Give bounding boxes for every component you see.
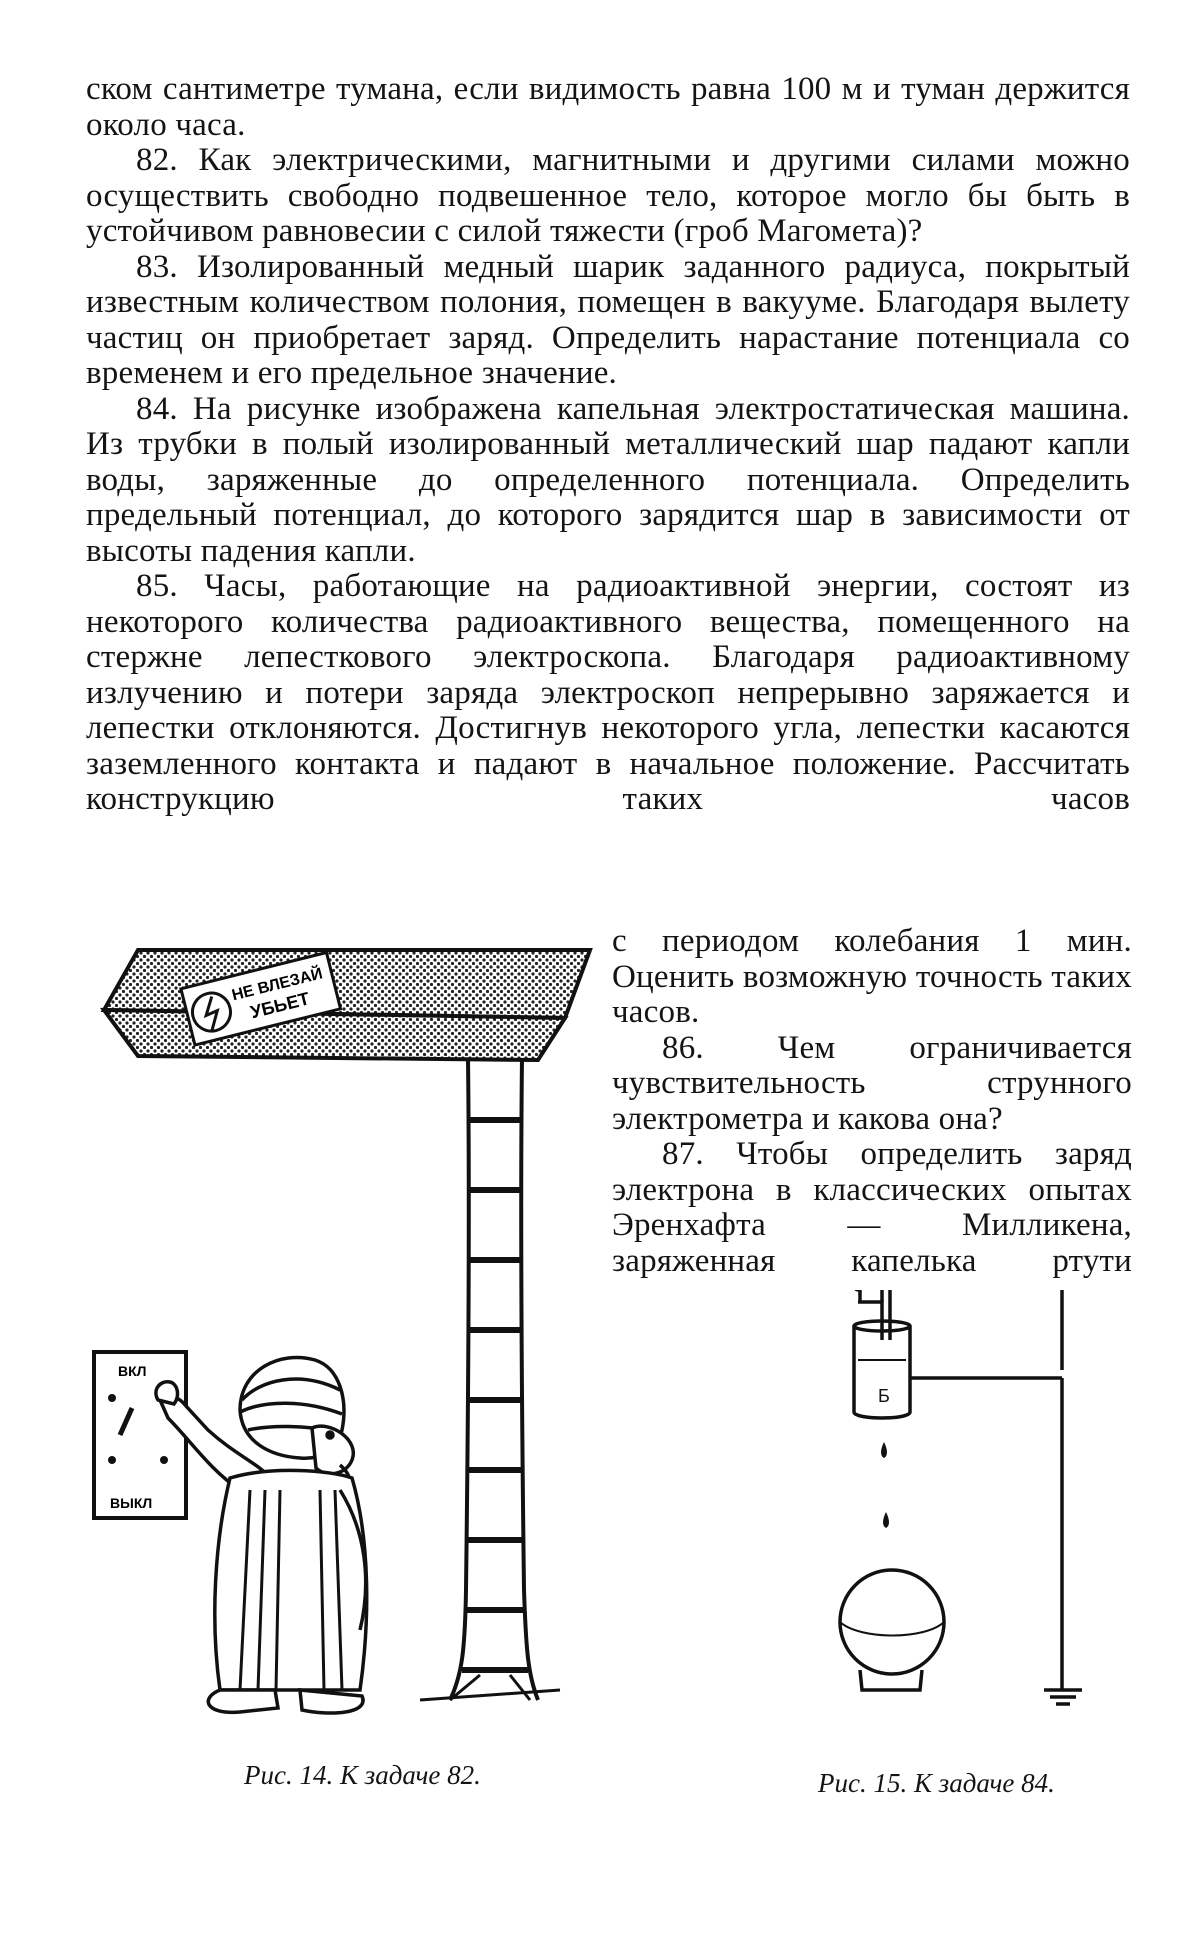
problem-84: 84. На рисунке изображена капельная элек… xyxy=(86,390,1130,569)
problem-82: 82. Как электрическими, магнитными и дру… xyxy=(86,142,1130,249)
text-block-right: с периодом колебания 1 мин. Оценить возм… xyxy=(612,923,1132,1279)
figure-14-caption: Рис. 14. К задаче 82. xyxy=(244,1760,481,1790)
water-vessel xyxy=(852,1326,912,1420)
paragraph-continuation: ском сантиметре тумана, если видимость р… xyxy=(86,71,1130,143)
figure-15-illustration: Б xyxy=(838,1290,1082,1706)
problem-87: 87. Чтобы определить заряд электрона в к… xyxy=(612,1136,1132,1279)
problem-85: 85. Часы, работающие на радиоактивной эн… xyxy=(86,568,1130,817)
water-drop xyxy=(883,1512,889,1528)
rope-ladder xyxy=(419,1057,561,1702)
problem-83: 83. Изолированный медный шарик заданного… xyxy=(86,248,1130,391)
water-drop xyxy=(881,1442,887,1458)
lightning-icon xyxy=(203,996,220,1031)
metal-sphere xyxy=(838,1568,946,1676)
problem-85-continuation: с периодом колебания 1 мин. Оценить возм… xyxy=(612,923,1132,1030)
man-figure xyxy=(154,1355,369,1715)
coffin xyxy=(99,948,593,1063)
vessel-label: Б xyxy=(878,1386,890,1406)
figure-14-illustration: НЕ ВЛЕЗАЙ УБЬЕТ ВКЛ ВЫКЛ xyxy=(92,948,593,1715)
problem-86: 86. Чем ограничивается чувствительность … xyxy=(612,1029,1132,1137)
figure-15-caption: Рис. 15. К задаче 84. xyxy=(818,1768,1055,1798)
text-block-top: ском сантиметре тумана, если видимость р… xyxy=(86,71,1130,818)
switch-on-label: ВКЛ xyxy=(118,1363,146,1379)
switch-off-label: ВЫКЛ xyxy=(110,1495,152,1511)
switch-panel: ВКЛ ВЫКЛ xyxy=(92,1350,188,1520)
